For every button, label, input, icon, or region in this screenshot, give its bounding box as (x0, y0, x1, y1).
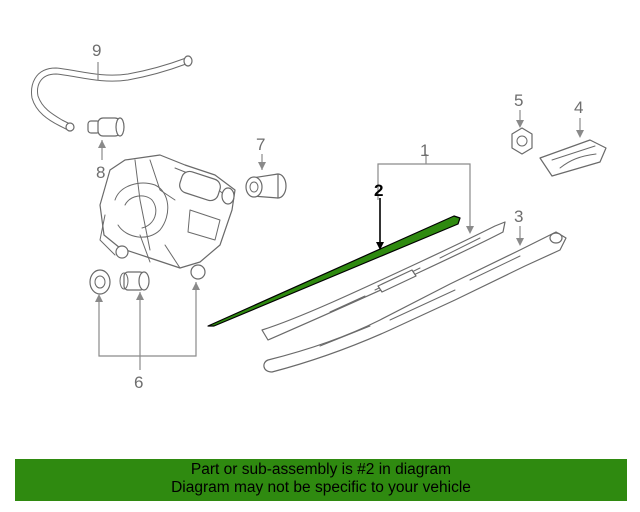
hose-connector-part[interactable] (87, 117, 125, 137)
banner-line-disclaimer: Diagram may not be specific to your vehi… (171, 479, 471, 496)
nut-part[interactable] (511, 127, 533, 155)
callout-1[interactable]: 1 (420, 141, 429, 160)
washer-hose-part[interactable] (31, 55, 193, 132)
callout-2[interactable]: 2 (374, 181, 383, 200)
info-banner: Part or sub-assembly is #2 in diagram Di… (15, 459, 627, 501)
callout-3[interactable]: 3 (514, 207, 523, 226)
callout-4[interactable]: 4 (574, 98, 583, 117)
callout-9[interactable]: 9 (92, 41, 101, 60)
grommet-part[interactable] (245, 173, 287, 199)
wiper-arm-part[interactable] (263, 231, 567, 373)
blade-refill-part-highlighted[interactable] (207, 215, 461, 327)
banner-line-part: Part or sub-assembly is #2 in diagram (190, 461, 452, 478)
wiper-blade-assembly-part[interactable] (261, 221, 506, 341)
bushing-middle-part[interactable] (119, 271, 150, 291)
wiper-motor-assembly[interactable] (99, 154, 236, 280)
cover-cap-part[interactable] (539, 139, 607, 177)
callout-7[interactable]: 7 (256, 135, 265, 154)
callout-8[interactable]: 8 (96, 163, 105, 182)
bushing-left-part[interactable] (89, 269, 111, 295)
callout-6[interactable]: 6 (134, 373, 143, 392)
parts-diagram: 9 8 7 (31, 41, 607, 392)
callout-5[interactable]: 5 (514, 91, 523, 110)
